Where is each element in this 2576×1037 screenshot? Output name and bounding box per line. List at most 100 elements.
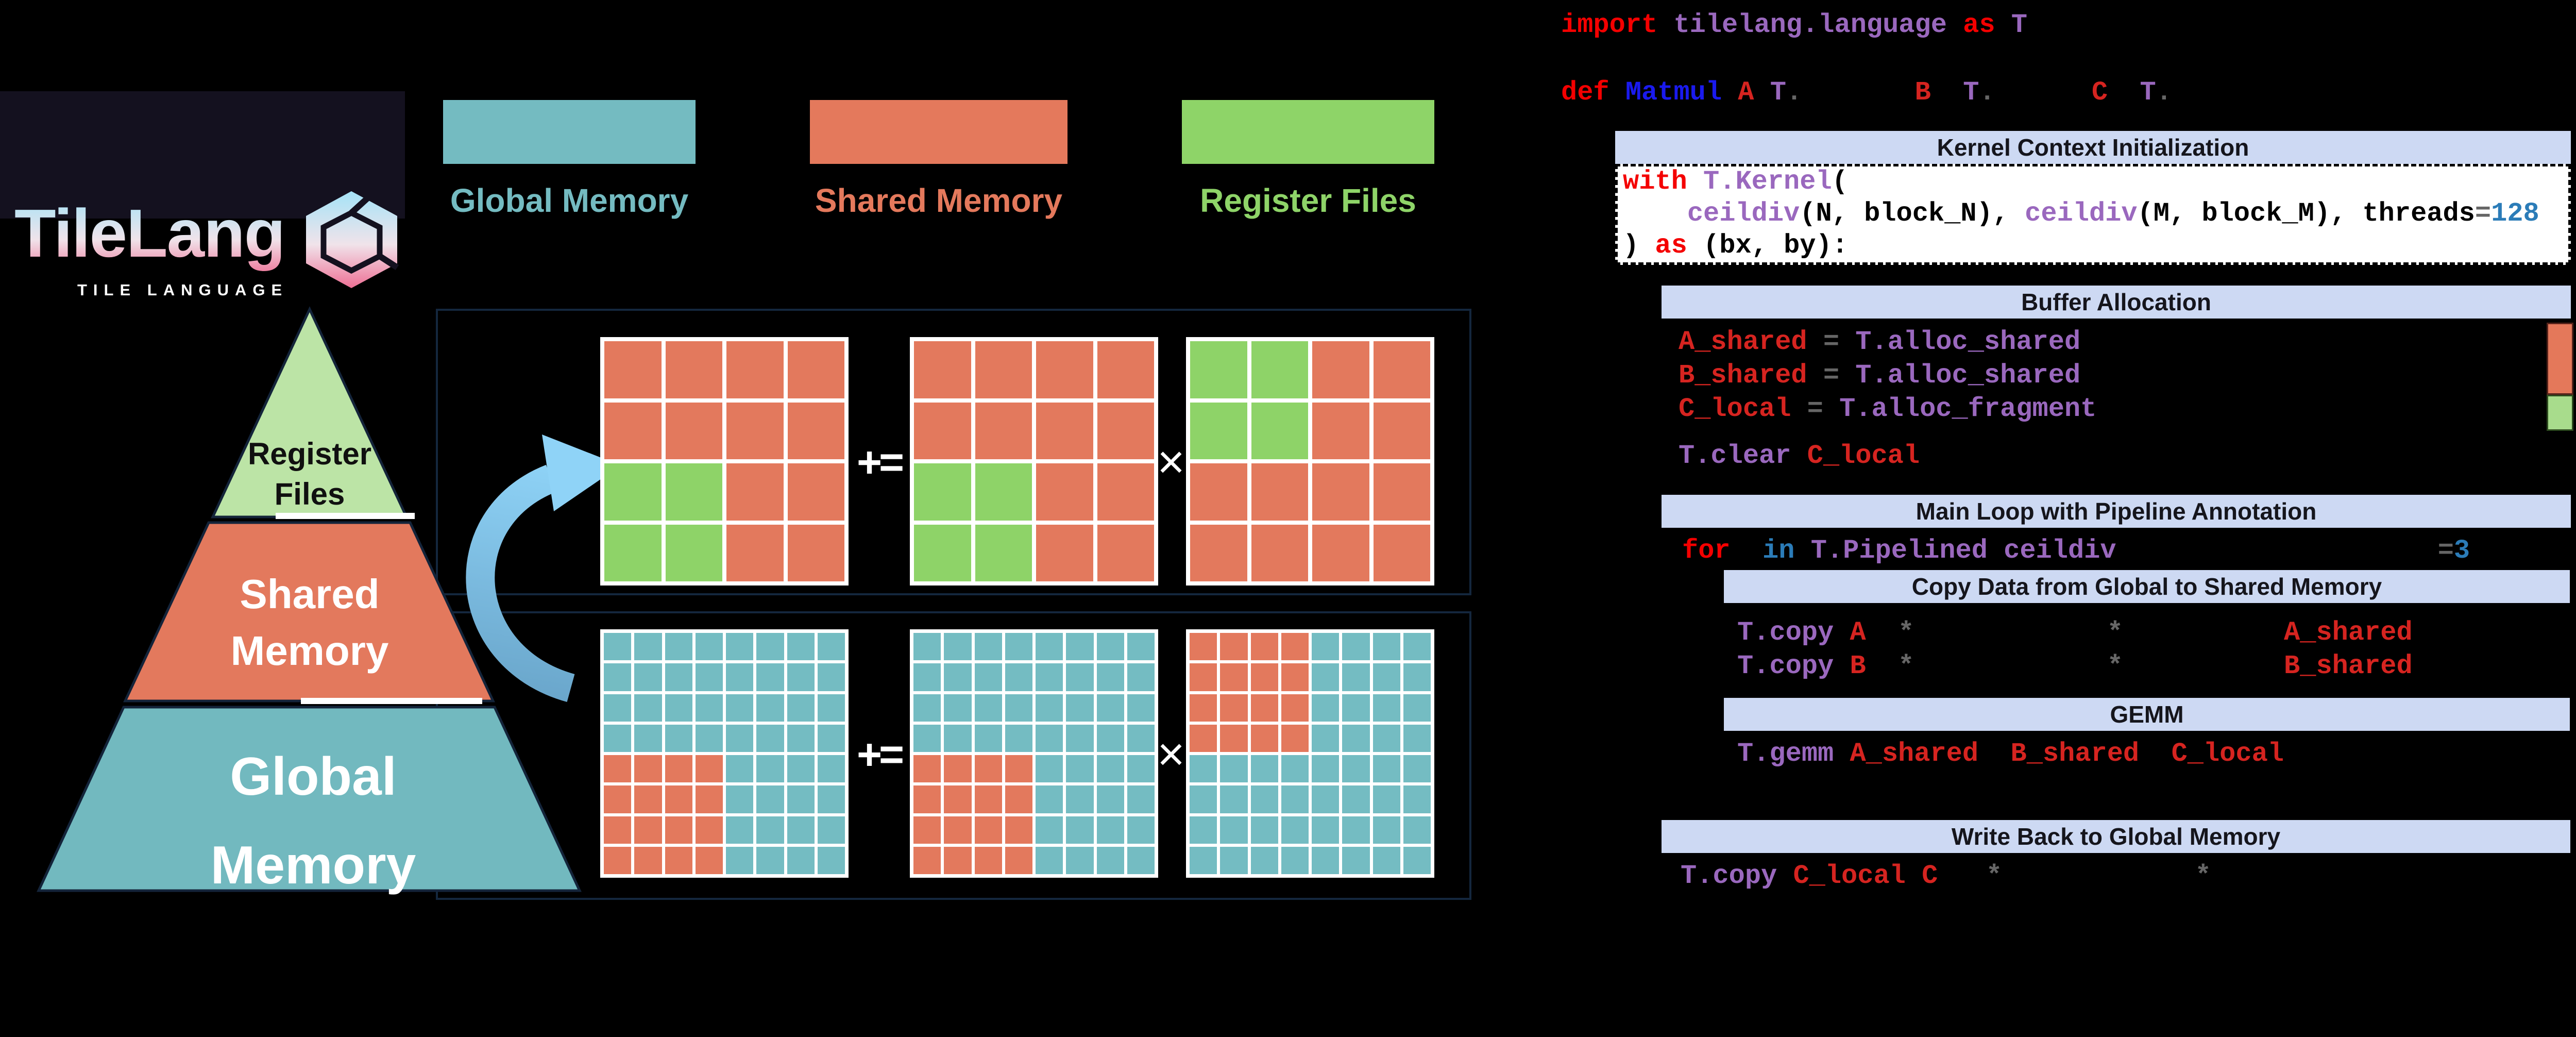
matrix-cell [1281, 785, 1309, 813]
matrix-cell [913, 755, 941, 783]
matrix-cell [1096, 694, 1124, 722]
matrix-cell [1005, 816, 1032, 844]
matrix-cell [1036, 694, 1063, 722]
matrix-cell [1097, 341, 1154, 398]
matrix-cell [1250, 785, 1278, 813]
code-line: A_shared = T.alloc_shared [1679, 327, 2081, 357]
matrix-cell [726, 463, 784, 521]
matrix-cell [665, 785, 692, 813]
matrix-cell [787, 755, 815, 783]
matrix-cell [1190, 785, 1217, 813]
matrix-cell [1220, 663, 1248, 691]
matrix-cell [1342, 724, 1370, 752]
matrix-cell [1312, 663, 1340, 691]
matrix-cell [817, 816, 845, 844]
matrix-cell [604, 846, 632, 874]
matrix-cell [1190, 524, 1247, 581]
matrix-cell [1036, 463, 1093, 521]
matrix-cell [944, 694, 972, 722]
matrix-cell [787, 816, 815, 844]
matrix-cell [1312, 785, 1340, 813]
matrix-cell [604, 463, 662, 521]
matrix-cell [1372, 724, 1400, 752]
matrix-cell [1096, 755, 1124, 783]
matrix-cell [913, 663, 941, 691]
matrix-cell [1190, 463, 1247, 521]
matrix-cell [634, 816, 662, 844]
matrix-cell [756, 724, 784, 752]
matrix-cell [726, 755, 754, 783]
matrix-cell [1036, 816, 1063, 844]
code-clear-line: T.clear C_local [1679, 439, 1920, 473]
matrix-cell [726, 402, 784, 459]
matrix-cell [1250, 755, 1278, 783]
matrix-cell [726, 341, 784, 398]
matrix-cell [665, 633, 692, 661]
matrix-cell [1005, 724, 1032, 752]
matrix-cell [1127, 663, 1155, 691]
matrix-cell [1403, 633, 1431, 661]
matrix-cell [604, 755, 632, 783]
code-line: ceildiv(N, block_N), ceildiv(M, block_M)… [1687, 198, 2539, 229]
matrix-cell [1190, 846, 1217, 874]
matrix-cell [1312, 463, 1369, 521]
matrix-cell [1250, 694, 1278, 722]
register-tile-matrix-c [600, 337, 849, 586]
matrix-cell [1066, 663, 1094, 691]
matrix-cell [1250, 816, 1278, 844]
matrix-cell [695, 663, 723, 691]
matrix-cell [914, 463, 971, 521]
global-tile-matrix-b [1186, 629, 1434, 878]
matrix-cell [817, 846, 845, 874]
matrix-cell [726, 524, 784, 581]
matrix-cell [1190, 402, 1247, 459]
matrix-cell [604, 524, 662, 581]
code-line: T.gemm A_shared B_shared C_local [1737, 739, 2284, 769]
matrix-cell [756, 694, 784, 722]
matrix-cell [817, 694, 845, 722]
matrix-cell [665, 341, 722, 398]
code-line: T.clear C_local [1679, 441, 1920, 471]
register-file-indicator-bar [2547, 395, 2573, 431]
matrix-cell [1066, 633, 1094, 661]
matrix-cell [1005, 633, 1032, 661]
matrix-cell [787, 846, 815, 874]
matrix-cell [1127, 755, 1155, 783]
matrix-cell [1403, 846, 1431, 874]
legend-label-register: Register Files [1200, 182, 1416, 219]
code-line: ) as (bx, by): [1623, 230, 1848, 261]
tilelang-cube-icon [306, 191, 399, 288]
matrix-cell [665, 755, 692, 783]
matrix-cell [913, 633, 941, 661]
matrix-cell [1281, 755, 1309, 783]
matrix-cell [1190, 341, 1247, 398]
matrix-cell [975, 341, 1032, 398]
section-header-buffer-allocation: Buffer Allocation [1662, 286, 2571, 319]
matrix-cell [974, 785, 1002, 813]
matrix-cell [1281, 694, 1309, 722]
matrix-cell [1220, 755, 1248, 783]
matrix-cell [1036, 402, 1093, 459]
matrix-cell [1372, 846, 1400, 874]
matrix-cell [634, 755, 662, 783]
section-header-gemm: GEMM [1724, 698, 2570, 731]
matrix-cell [1403, 755, 1431, 783]
matrix-cell [1005, 755, 1032, 783]
matrix-cell [1005, 785, 1032, 813]
matrix-cell [634, 846, 662, 874]
code-line: T.copy C_local C * * [1681, 861, 2211, 891]
accumulate-operator-bottom: += [856, 730, 904, 779]
matrix-cell [665, 402, 722, 459]
section-header-kernel-context: Kernel Context Initialization [1615, 131, 2571, 164]
matrix-cell [634, 694, 662, 722]
matrix-cell [1036, 755, 1063, 783]
matrix-cell [1005, 663, 1032, 691]
matrix-cell [817, 633, 845, 661]
matrix-cell [1220, 724, 1248, 752]
matrix-cell [726, 816, 754, 844]
matrix-cell [1403, 785, 1431, 813]
matrix-cell [1096, 816, 1124, 844]
